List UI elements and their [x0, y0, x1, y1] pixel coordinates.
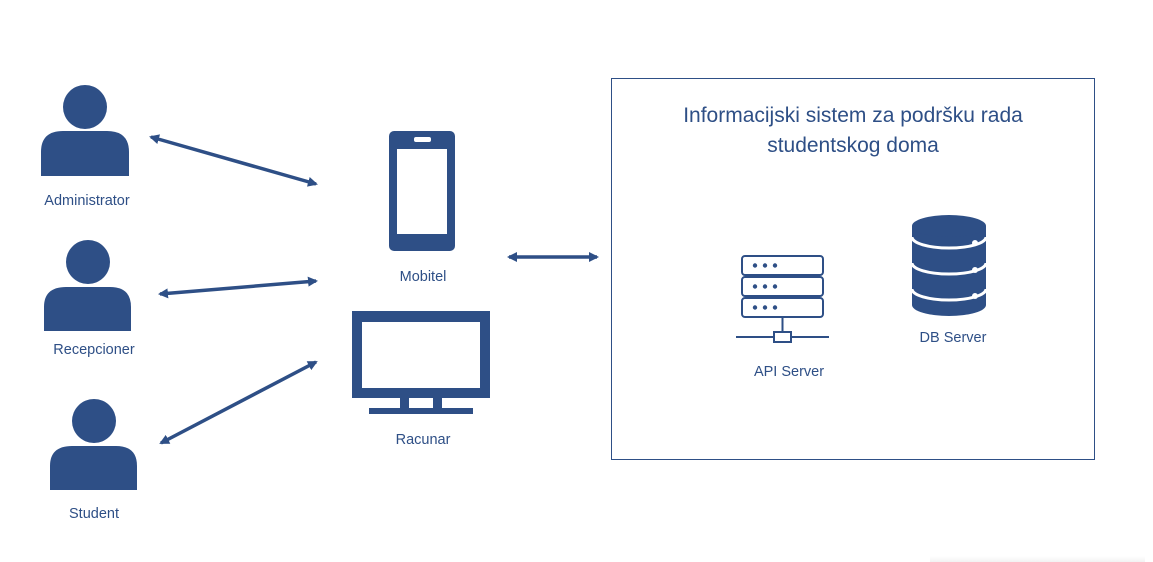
system-title-line-2: studentskog doma	[767, 134, 939, 157]
db-server-label: DB Server	[919, 330, 987, 346]
database-icon	[910, 215, 988, 316]
bottom-shadow-strip	[930, 556, 1145, 562]
administrator-label: Administrator	[44, 193, 130, 209]
system-title-line-1: Informacijski sistem za podršku rada	[683, 104, 1023, 127]
mobile-label: Mobitel	[399, 269, 447, 285]
administrator-person-icon	[41, 85, 129, 176]
mobile-phone-icon	[389, 131, 455, 251]
student-device-arrow	[159, 360, 318, 445]
api-server-label: API Server	[753, 364, 825, 380]
recepcioner-person-icon	[44, 240, 131, 331]
recepcioner-device-arrow	[158, 276, 318, 299]
system-title: Informacijski sistem za podršku rada stu…	[612, 101, 1094, 161]
server-rack-icon	[736, 255, 829, 343]
student-person-icon	[50, 399, 137, 490]
computer-label: Racunar	[395, 432, 451, 448]
monitor-icon	[352, 311, 490, 414]
student-label: Student	[69, 506, 119, 522]
information-system-box: Informacijski sistem za podršku rada stu…	[611, 78, 1095, 460]
recepcioner-label: Recepcioner	[53, 342, 135, 358]
administrator-device-arrow	[149, 134, 318, 187]
